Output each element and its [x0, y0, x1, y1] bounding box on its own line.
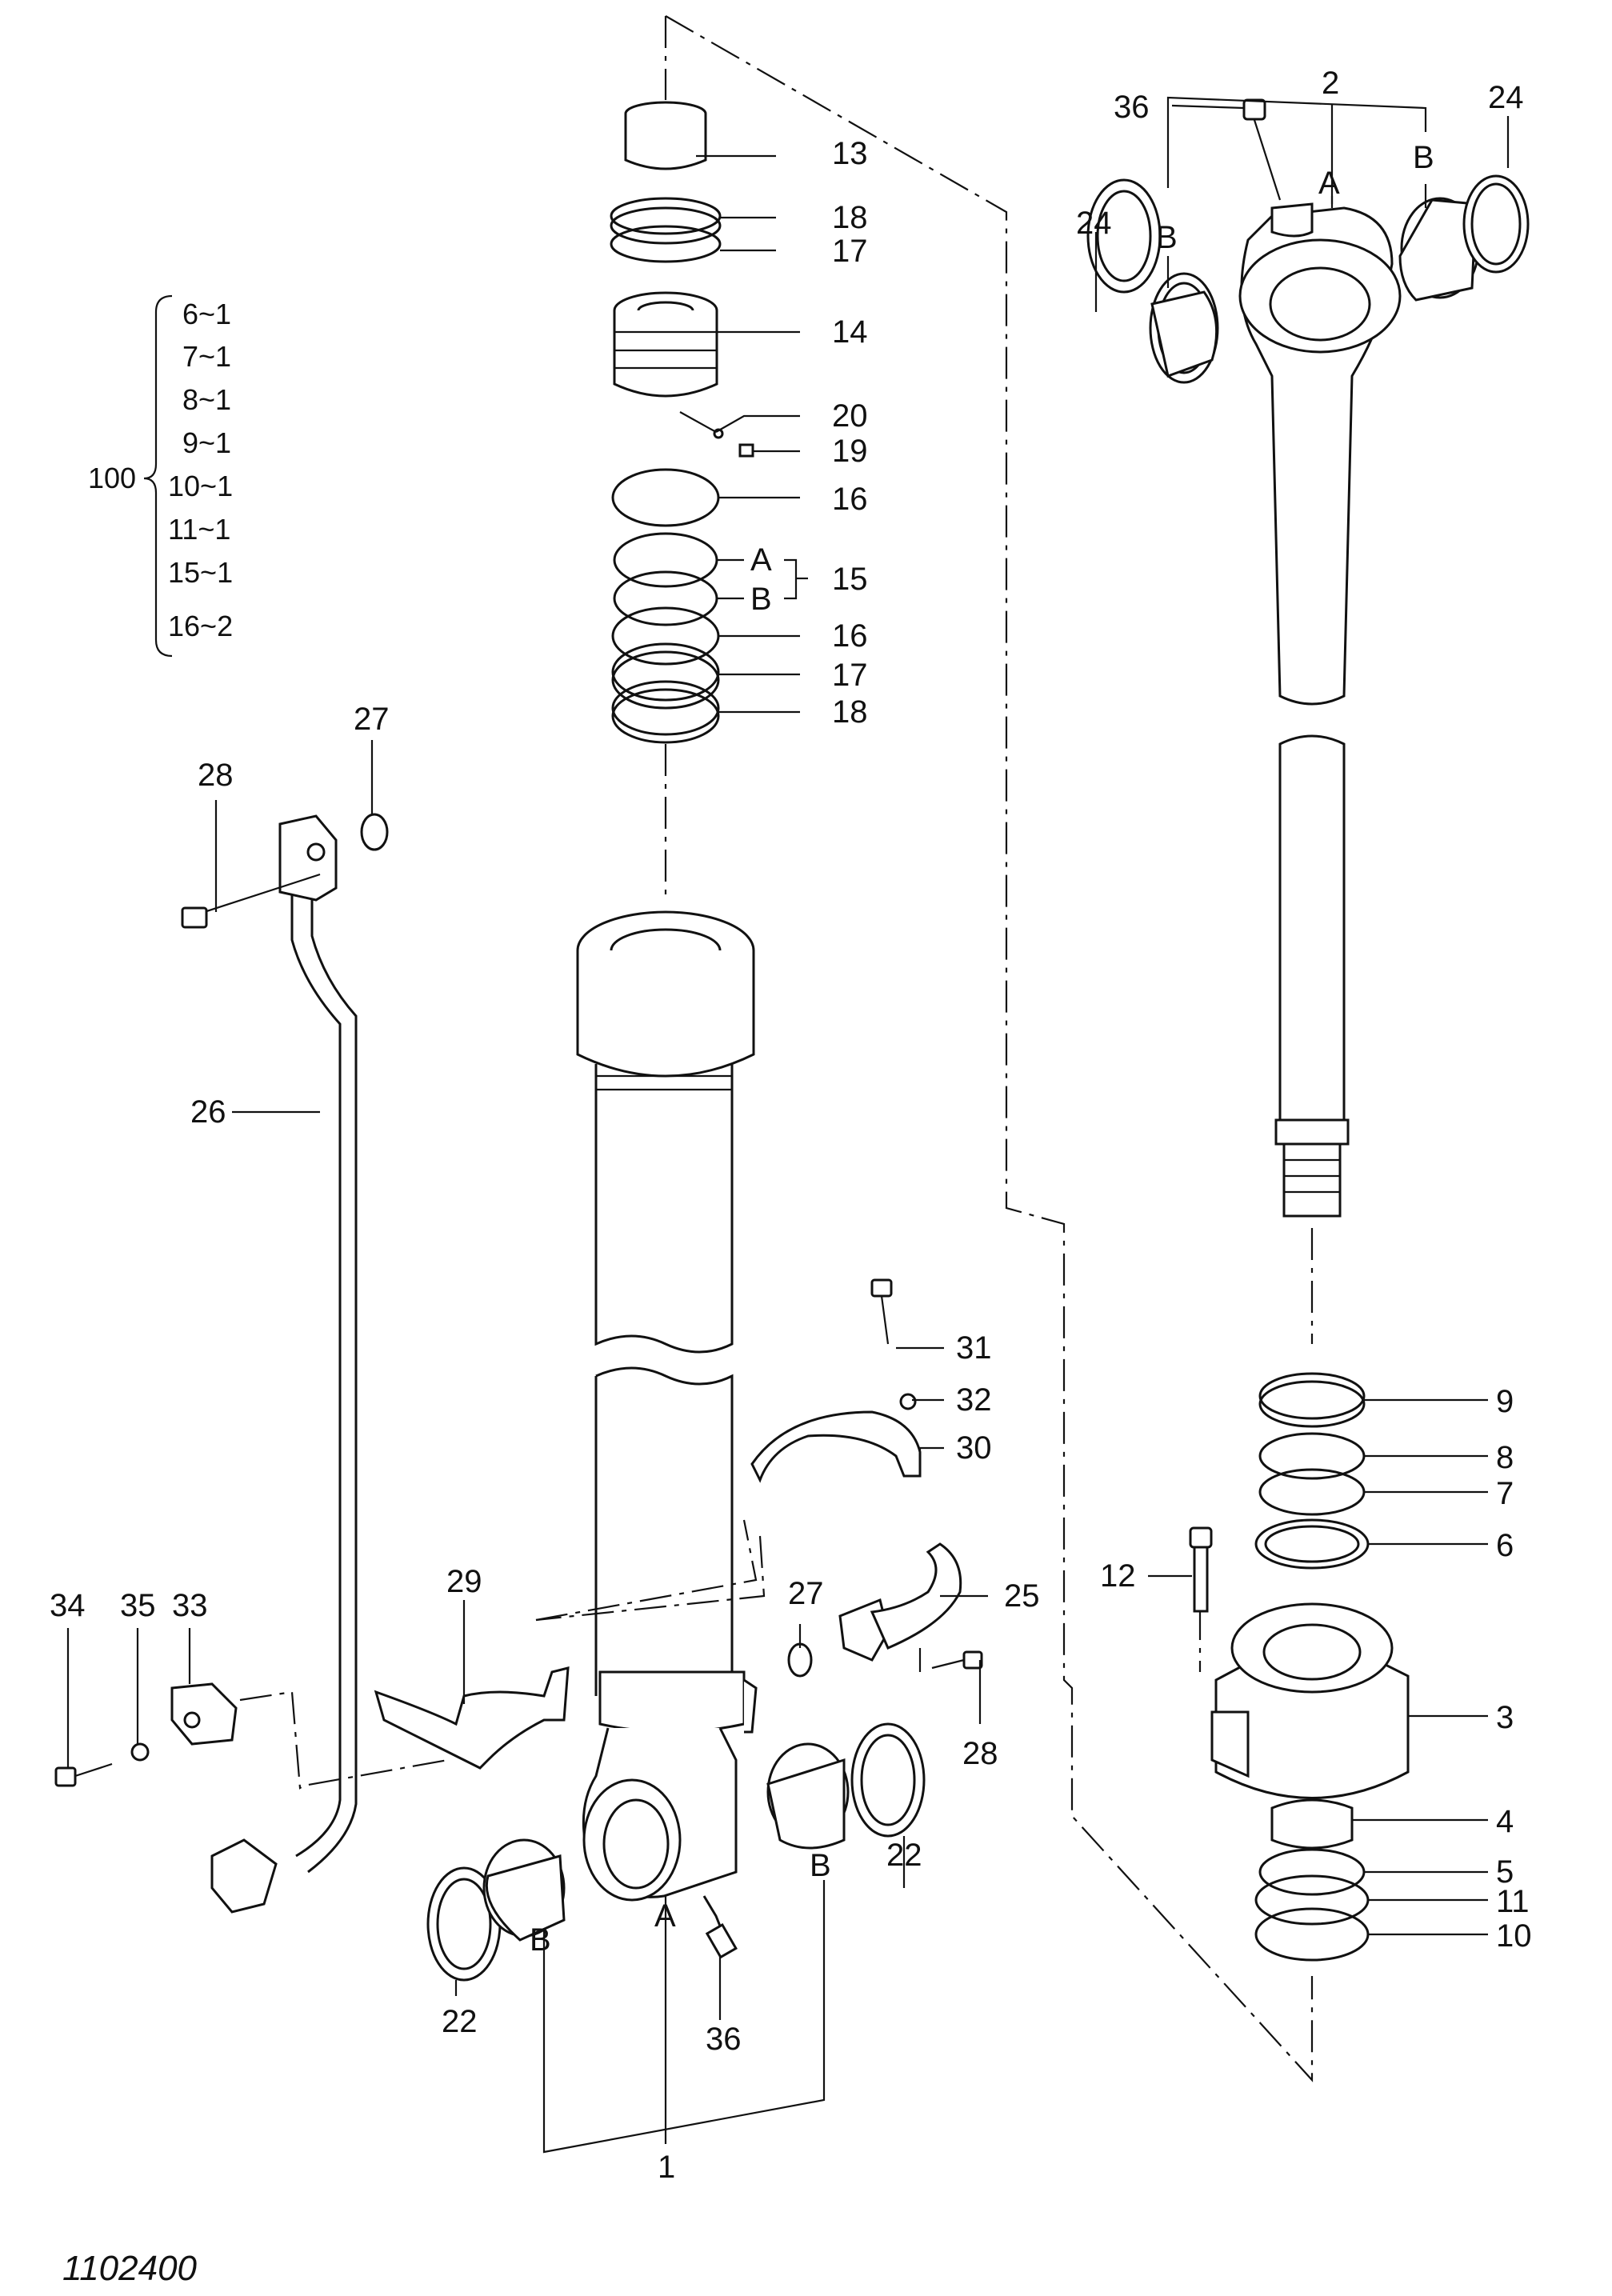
callout: 28 — [962, 1736, 998, 1771]
callout: 18 — [832, 200, 868, 235]
callout: 14 — [832, 314, 868, 350]
callout: 22 — [886, 1838, 922, 1873]
callout: 15 — [832, 562, 868, 597]
callout: 18 — [832, 694, 868, 730]
callout: 29 — [446, 1564, 482, 1599]
callout-labels: 13 18 17 14 20 19 16 A B 15 16 17 18 36 … — [50, 66, 1532, 2185]
callout: 35 — [120, 1588, 156, 1623]
callout: B — [1156, 220, 1178, 255]
callout: 25 — [1004, 1578, 1040, 1614]
callout: 19 — [832, 434, 868, 469]
callout: B — [1413, 140, 1434, 175]
callout: B — [530, 1922, 551, 1958]
callout: 34 — [50, 1588, 86, 1623]
callout: 7 — [1496, 1476, 1514, 1511]
callout: B — [810, 1848, 831, 1883]
callout: 17 — [832, 658, 868, 693]
callout: 17 — [832, 234, 868, 269]
callout: 36 — [706, 2022, 742, 2057]
group-member: 9~1 — [182, 426, 231, 459]
callout: 24 — [1076, 206, 1112, 241]
callout: 16 — [832, 482, 868, 517]
group-member: 15~1 — [168, 556, 233, 589]
assembly-guide-lines — [239, 15, 1314, 2082]
group-member: 10~1 — [168, 470, 233, 502]
callout: 27 — [354, 702, 390, 737]
callout: 20 — [832, 398, 868, 434]
hose-assembly — [54, 813, 983, 1914]
callout: 9 — [1496, 1384, 1514, 1419]
callout: 27 — [788, 1576, 824, 1611]
callout: 36 — [1114, 90, 1150, 125]
callout: 2 — [1322, 66, 1339, 101]
pin-bushings-lower — [426, 1722, 926, 1982]
callout: 31 — [956, 1330, 992, 1366]
callout: 16 — [832, 618, 868, 654]
callout: 10 — [1496, 1918, 1532, 1954]
group-member: 16~2 — [168, 610, 233, 642]
callout: 1 — [658, 2150, 675, 2185]
leader-lines — [66, 96, 1510, 2154]
callout: 32 — [956, 1382, 992, 1418]
callout: 3 — [1496, 1700, 1514, 1735]
parts-group-100: 100 6~1 7~1 8~1 9~1 10~1 11~1 15~1 16~2 — [88, 298, 233, 642]
drawing-number: 1102400 — [62, 2249, 198, 2288]
cylinder-tube — [576, 910, 758, 1959]
callout: 30 — [956, 1430, 992, 1466]
callout: 22 — [442, 2004, 478, 2039]
callout: 4 — [1496, 1804, 1514, 1839]
group-member: 6~1 — [182, 298, 231, 330]
callout: 24 — [1488, 80, 1524, 115]
group-member: 11~1 — [168, 513, 230, 546]
callout: A — [750, 542, 772, 578]
callout: 12 — [1100, 1558, 1136, 1594]
callout: A — [1318, 166, 1340, 201]
callout: 13 — [832, 136, 868, 171]
piston-rod — [1086, 98, 1530, 1218]
callout: 6 — [1496, 1528, 1514, 1563]
callout: 28 — [198, 758, 234, 793]
callout: 33 — [172, 1588, 208, 1623]
group-member: 7~1 — [182, 340, 231, 373]
callout: A — [654, 1898, 676, 1934]
group-member: 8~1 — [182, 383, 231, 416]
callout: 8 — [1496, 1440, 1514, 1475]
callout: 11 — [1496, 1884, 1530, 1919]
callout: B — [750, 582, 772, 617]
group-label: 100 — [88, 462, 136, 494]
callout: 26 — [190, 1094, 226, 1130]
callout: 5 — [1496, 1854, 1514, 1890]
